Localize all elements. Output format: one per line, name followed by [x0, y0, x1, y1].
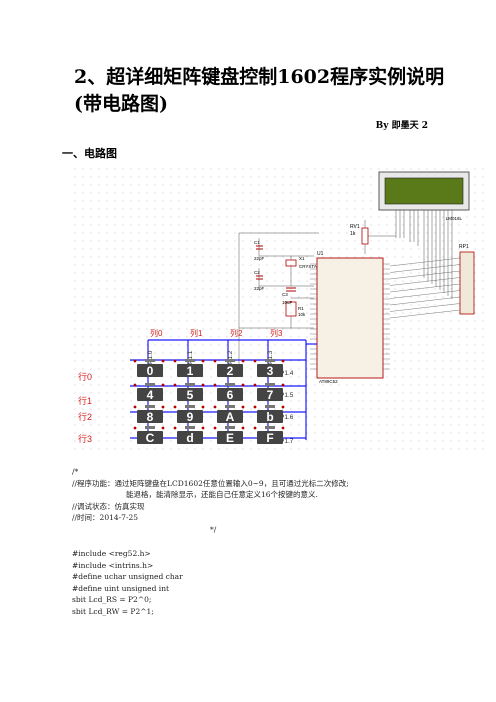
section-heading: 一、电路图 — [62, 147, 117, 160]
key-label: 8 — [147, 410, 154, 424]
row-pin-0: P1.4 — [280, 370, 294, 377]
code-define-1: #define uchar unsigned char — [72, 572, 183, 581]
svg-text:U1: U1 — [317, 251, 324, 257]
column-label-2: 列2 — [230, 328, 243, 338]
cap2-value: 22pF — [254, 286, 265, 291]
key-label: b — [266, 410, 273, 424]
key-label: A — [226, 410, 235, 424]
row-pin-3: P1.7 — [280, 438, 294, 445]
res-value: 10k — [298, 312, 306, 317]
code-function-line-2: 能退格，能清除显示，还能自己任意定义16个按键的意义. — [126, 490, 318, 499]
key-7: 7 — [253, 383, 285, 402]
cap3-value: 10uF — [282, 300, 293, 305]
row-labels: 行0 行1 行2 行3 — [78, 371, 92, 444]
key-C: C — [133, 426, 165, 445]
key-label: d — [186, 431, 193, 445]
cap1-value: 22pF — [254, 256, 265, 261]
cap3-label: C3 — [282, 292, 288, 297]
schematic-grid — [74, 168, 486, 456]
code-comment-close: */ — [210, 524, 217, 534]
row-pin-labels: P1.4P1.5P1.6P1.7 — [280, 370, 294, 445]
column-pin-3: P1.3 — [267, 350, 274, 364]
key-label: 6 — [227, 388, 234, 402]
lcd-label: LM016L — [446, 216, 463, 221]
circuit-schematic: LM016L RV1 1k — [74, 168, 486, 456]
key-9: 9 — [173, 405, 205, 424]
key-0: 0 — [133, 359, 165, 378]
lcd-module: LM016L — [378, 171, 470, 299]
column-label-3: 列3 — [270, 328, 283, 338]
code-sbit-1: sbit Lcd_RS = P2^0; — [72, 595, 152, 604]
key-label: 5 — [187, 388, 194, 402]
key-1: 1 — [173, 359, 205, 378]
key-label: 7 — [267, 388, 274, 402]
key-6: 6 — [213, 383, 245, 402]
row-label-3: 行3 — [78, 433, 92, 444]
code-listing: /* //程序功能：通过矩阵键盘在LCD1602任意位置输入0~9，且可通过光标… — [72, 466, 349, 617]
code-time-line: //时间：2014-7-25 — [72, 513, 139, 522]
column-label-0: 列0 — [150, 328, 163, 338]
author-byline: By 即墨天 2 — [375, 121, 428, 131]
cap2-label: C2 — [254, 270, 260, 275]
code-status-line: //调试状态：仿真实现 — [72, 501, 145, 511]
column-labels: 列0 列1 列2 列3 — [150, 328, 283, 338]
lcd-screen — [384, 177, 464, 205]
resistor-pack: RP1 — [389, 244, 475, 319]
key-2: 2 — [213, 359, 245, 378]
svg-text:RV1: RV1 — [350, 224, 360, 230]
key-label: 3 — [267, 364, 274, 378]
code-include-1: #include <reg52.h> — [72, 549, 151, 558]
key-4: 4 — [133, 383, 165, 402]
key-label: 0 — [147, 364, 154, 378]
key-d: d — [173, 426, 205, 445]
code-comment-open: /* — [72, 467, 79, 476]
row-label-2: 行2 — [78, 411, 92, 422]
lcd-pins — [395, 210, 453, 299]
svg-text:AT89C52: AT89C52 — [319, 379, 338, 384]
crystal-label: X1 — [299, 256, 305, 261]
potentiometer: RV1 1k — [350, 220, 396, 254]
key-8: 8 — [133, 405, 165, 424]
row-label-0: 行0 — [78, 371, 92, 382]
column-pin-labels: P1.0 P1.1 P1.2 P1.3 — [147, 350, 274, 364]
res-label: R1 — [298, 306, 304, 311]
column-pin-0: P1.0 — [147, 350, 154, 364]
cap1-label: C1 — [254, 240, 260, 245]
page-title: 2、超详细矩阵键盘控制1602程序实例说明(带电路图) — [74, 66, 445, 115]
key-F: F — [253, 426, 285, 445]
svg-text:RP1: RP1 — [459, 244, 469, 250]
key-label: 2 — [227, 364, 234, 378]
microcontroller: U1 AT89C52 — [310, 251, 390, 384]
column-pin-1: P1.1 — [187, 350, 194, 364]
key-label: C — [146, 431, 155, 445]
code-function-line: //程序功能：通过矩阵键盘在LCD1602任意位置输入0~9，且可通过光标二次修… — [72, 478, 349, 488]
key-label: 9 — [187, 410, 194, 424]
oscillator-circuit — [238, 232, 319, 368]
row-pin-1: P1.5 — [280, 392, 294, 399]
key-label: F — [266, 431, 273, 445]
code-define-2: #define uint unsigned int — [72, 583, 170, 593]
key-3: 3 — [253, 359, 285, 378]
svg-text:1k: 1k — [350, 231, 356, 237]
column-pin-2: P1.2 — [227, 350, 234, 364]
code-sbit-2: sbit Lcd_RW = P2^1; — [72, 606, 154, 616]
key-b: b — [253, 405, 285, 424]
key-label: 1 — [187, 364, 194, 378]
key-5: 5 — [173, 383, 205, 402]
key-A: A — [213, 405, 245, 424]
key-label: 4 — [147, 388, 154, 402]
key-label: E — [226, 431, 234, 445]
row-pin-2: P1.6 — [280, 414, 294, 421]
crystal-value: CRYSTAL — [299, 264, 320, 269]
column-label-1: 列1 — [190, 328, 203, 338]
row-label-1: 行1 — [78, 395, 92, 406]
code-include-2: #include <intrins.h> — [72, 560, 154, 570]
key-E: E — [213, 426, 245, 445]
